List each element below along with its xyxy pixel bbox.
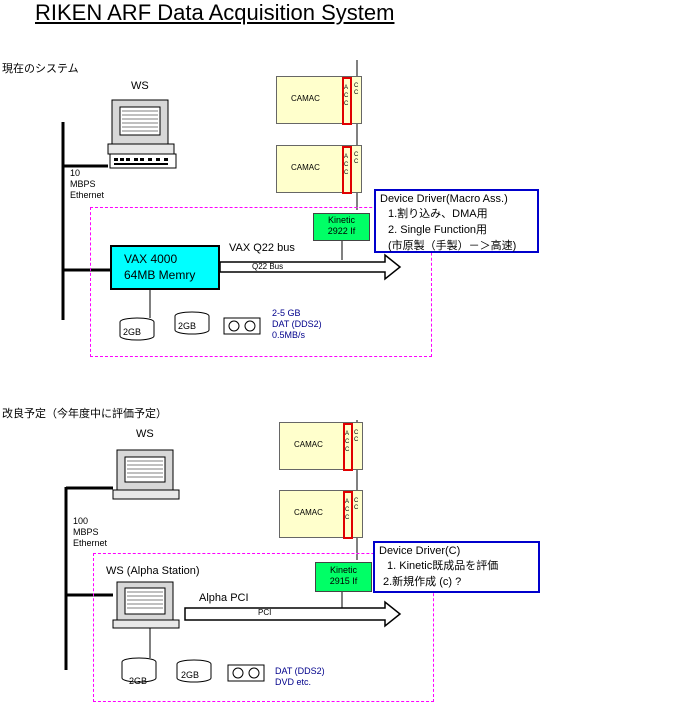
storage-speed: 0.5MB/s	[272, 330, 306, 340]
acc-char: C	[344, 170, 349, 176]
cc-char: C	[354, 498, 359, 504]
disk-label-4: 2GB	[181, 670, 200, 680]
vax-memory: 64MB Memry	[124, 268, 196, 282]
camac-label: CAMAC	[294, 440, 323, 449]
camac-label: CAMAC	[291, 94, 320, 103]
cc-char: C	[354, 430, 359, 436]
acc-char: A	[344, 85, 349, 91]
kinetic-name: Kinetic	[327, 215, 355, 225]
network-line-2: MBPS	[70, 179, 96, 189]
acc-char: C	[344, 101, 349, 107]
storage-type: DAT (DDS2)	[275, 666, 325, 676]
cc-module-4: C C	[354, 498, 358, 512]
cc-char: C	[354, 505, 359, 511]
acc-char: C	[344, 93, 349, 99]
storage-info-2: DAT (DDS2) DVD etc.	[275, 666, 325, 688]
disk-label-3: 2GB	[129, 676, 148, 686]
storage-type: DAT (DDS2)	[272, 319, 322, 329]
cc-char: C	[354, 159, 359, 165]
disk-icon-4	[176, 659, 212, 683]
kinetic-interface-2: Kinetic 2915 If	[315, 562, 372, 592]
disk-icon-1	[119, 317, 155, 341]
acc-char: A	[344, 154, 349, 160]
alpha-pci-label: Alpha PCI	[199, 592, 249, 604]
cc-char: C	[354, 90, 359, 96]
pci-bus-label: PCI	[258, 608, 272, 617]
driver-item-3: (市原製（手製）－＞高速)	[388, 240, 517, 252]
vax-model: VAX 4000	[124, 252, 178, 266]
acc-module-1: A C C	[342, 77, 352, 125]
acc-char: C	[345, 447, 350, 453]
driver-title: Device Driver(Macro Ass.)	[380, 193, 508, 205]
acc-module-3: A C C	[343, 423, 353, 471]
vax-system-boundary	[90, 207, 432, 357]
dat-tape-icon	[223, 317, 261, 335]
cc-module-2: C C	[354, 152, 358, 166]
pci-bus-arrow	[184, 600, 402, 628]
ws-label-2: WS	[136, 428, 154, 440]
dat-tape-icon-2	[227, 664, 265, 682]
disk-label-1: 2GB	[123, 327, 142, 337]
driver-item-2: 2. Single Function用	[388, 224, 488, 236]
driver-item-1: 1. Kinetic既成品を評価	[387, 560, 499, 572]
acc-char: C	[345, 507, 350, 513]
camac-label: CAMAC	[294, 508, 323, 517]
cc-char: C	[354, 152, 359, 158]
q22-bus-label: Q22 Bus	[252, 262, 284, 271]
network-line-1: 10	[70, 168, 81, 178]
acc-char: C	[345, 439, 350, 445]
current-system-label: 現在のシステム	[2, 63, 79, 75]
camac-label: CAMAC	[291, 163, 320, 172]
storage-capacity: 2-5 GB	[272, 308, 301, 318]
acc-char: C	[345, 515, 350, 521]
network-line-1: 100	[73, 516, 89, 526]
acc-char: C	[344, 162, 349, 168]
acc-char: A	[345, 431, 350, 437]
acc-char: A	[345, 499, 350, 505]
cc-char: C	[354, 437, 359, 443]
ws-label: WS	[131, 80, 149, 92]
device-driver-box-2: Device Driver(C) 1. Kinetic既成品を評価 2.新規作成…	[373, 541, 540, 593]
ws-computer-icon	[107, 99, 177, 169]
storage-info: 2-5 GB DAT (DDS2) 0.5MB/s	[272, 308, 322, 341]
device-driver-box: Device Driver(Macro Ass.) 1.割り込み、DMA用 2.…	[374, 189, 539, 253]
storage-media: DVD etc.	[275, 677, 312, 687]
vax-bus-label: VAX Q22 bus	[229, 242, 295, 254]
kinetic-name: Kinetic	[329, 565, 357, 575]
page-title: RIKEN ARF Data Acquisition System	[35, 0, 395, 25]
planned-system-label: 改良予定（今年度中に評価予定）	[2, 408, 167, 420]
network-line-3: Ethernet	[70, 190, 105, 200]
driver-title: Device Driver(C)	[379, 545, 461, 557]
kinetic-model: 2922 If	[327, 226, 356, 236]
disk-icon-2	[174, 311, 210, 335]
cc-char: C	[354, 83, 359, 89]
alpha-station-label: WS (Alpha Station)	[106, 565, 200, 577]
driver-item-1: 1.割り込み、DMA用	[388, 208, 488, 220]
alpha-system-boundary	[93, 553, 434, 702]
acc-module-2: A C C	[342, 146, 352, 194]
network-speed: 10 MBPS Ethernet	[70, 168, 104, 201]
ws-computer-icon-2	[112, 449, 180, 500]
alpha-station-icon	[112, 581, 180, 629]
network-line-2: MBPS	[73, 527, 99, 537]
disk-label-2: 2GB	[178, 321, 197, 331]
kinetic-interface: Kinetic 2922 If	[313, 213, 370, 241]
kinetic-model: 2915 If	[329, 576, 358, 586]
q22-bus-arrow	[219, 253, 402, 281]
network-line-3: Ethernet	[73, 538, 108, 548]
driver-item-2: 2.新規作成 (c) ?	[383, 576, 462, 588]
cc-module-3: C C	[354, 430, 358, 444]
network-speed-2: 100 MBPS Ethernet	[73, 516, 107, 549]
vax-4000-box: VAX 4000 64MB Memry	[110, 245, 220, 290]
acc-module-4: A C C	[343, 491, 353, 539]
cc-module-1: C C	[354, 83, 358, 97]
disk-icon-3	[121, 657, 157, 683]
